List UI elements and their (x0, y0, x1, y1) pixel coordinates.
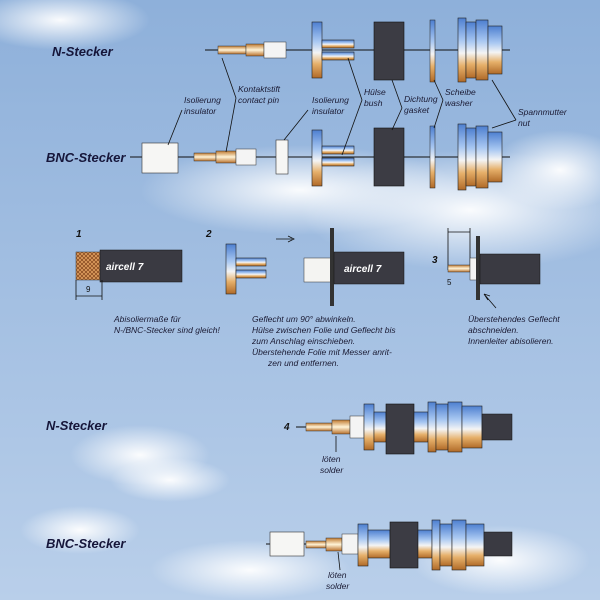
svg-text:solder: solder (320, 465, 344, 475)
n-nut (457, 17, 503, 83)
svg-text:zen und entfernen.: zen und entfernen. (267, 358, 339, 368)
bnc-solder-label: löten (328, 570, 347, 580)
step-4-number: 4 (283, 422, 290, 433)
svg-text:aircell 7: aircell 7 (344, 264, 382, 275)
step-1-dimension: 9 (75, 280, 103, 300)
bnc-contact-pin (193, 148, 257, 166)
note-step-1: Abisoliermaße für (113, 314, 182, 324)
step-1-cable-label: aircell 7 (106, 262, 144, 273)
n-contact-pin (217, 41, 287, 59)
heading-bnc-bottom: BNC-Stecker (46, 536, 126, 551)
svg-text:Überstehende Folie mit Messer: Überstehende Folie mit Messer anrit- (252, 347, 392, 357)
svg-text:bush: bush (364, 98, 383, 108)
svg-text:contact pin: contact pin (238, 95, 279, 105)
svg-text:solder: solder (326, 581, 350, 591)
svg-text:zum Anschlag einschieben.: zum Anschlag einschieben. (251, 336, 355, 346)
svg-text:nut: nut (518, 118, 530, 128)
bnc-insulator-mid (275, 139, 289, 175)
svg-text:9: 9 (86, 285, 91, 294)
svg-text:insulator: insulator (184, 106, 217, 116)
step-2-cable: aircell 7 (303, 228, 405, 306)
bnc-solder-leader (337, 551, 341, 571)
label-dichtung: Dichtung (404, 94, 438, 104)
n-assembled (305, 401, 513, 455)
step-1-number: 1 (76, 229, 82, 240)
svg-text:Überstehendes Geflecht: Überstehendes Geflecht (468, 314, 560, 324)
n-gasket (373, 21, 405, 81)
bnc-bush (311, 129, 355, 187)
svg-text:5: 5 (447, 278, 452, 287)
part-labels: Isolierung insulator Kontaktstift contac… (184, 84, 568, 128)
heading-n-bottom: N-Stecker (46, 418, 108, 433)
step-1-cable: aircell 7 (75, 249, 183, 283)
svg-text:Geflecht um 90° abwinkeln.: Geflecht um 90° abwinkeln. (252, 314, 356, 324)
svg-text:washer: washer (445, 98, 474, 108)
svg-text:Hülse zwischen Folie und Gefle: Hülse zwischen Folie und Geflecht bis (252, 325, 396, 335)
label-spannmutter: Spannmutter (518, 107, 568, 117)
bnc-assembled (269, 519, 513, 571)
step-3-pointer (483, 293, 497, 309)
bnc-washer (429, 125, 436, 189)
bnc-gasket (373, 127, 405, 187)
step-2-number: 2 (205, 229, 212, 240)
n-washer (429, 19, 436, 83)
label-huelse: Hülse (364, 87, 386, 97)
svg-text:abschneiden.: abschneiden. (468, 325, 519, 335)
step-3-number: 3 (432, 255, 438, 266)
svg-text:Innenleiter abisolieren.: Innenleiter abisolieren. (468, 336, 554, 346)
svg-text:N-/BNC-Stecker sind gleich!: N-/BNC-Stecker sind gleich! (114, 325, 220, 335)
step-3-cable (447, 236, 541, 300)
note-step-2: Geflecht um 90° abwinkeln. Hülse zwische… (251, 314, 396, 368)
svg-text:gasket: gasket (404, 105, 430, 115)
step-2-arrow (276, 235, 295, 243)
heading-n-top: N-Stecker (52, 44, 114, 59)
leader-lines (167, 57, 517, 156)
heading-bnc-top: BNC-Stecker (46, 150, 126, 165)
step-2-bush (225, 243, 267, 295)
label-kontaktstift: Kontaktstift (238, 84, 281, 94)
n-bush (311, 21, 355, 79)
bnc-nut (457, 123, 503, 191)
label-isolierung-mid: Isolierung (312, 95, 349, 105)
label-isolierung-left: Isolierung (184, 95, 221, 105)
n-solder-label: löten (322, 454, 341, 464)
svg-text:insulator: insulator (312, 106, 345, 116)
bnc-insulator-left (141, 142, 179, 174)
label-scheibe: Scheibe (445, 87, 476, 97)
note-step-3: Überstehendes Geflecht abschneiden. Inne… (468, 314, 560, 346)
